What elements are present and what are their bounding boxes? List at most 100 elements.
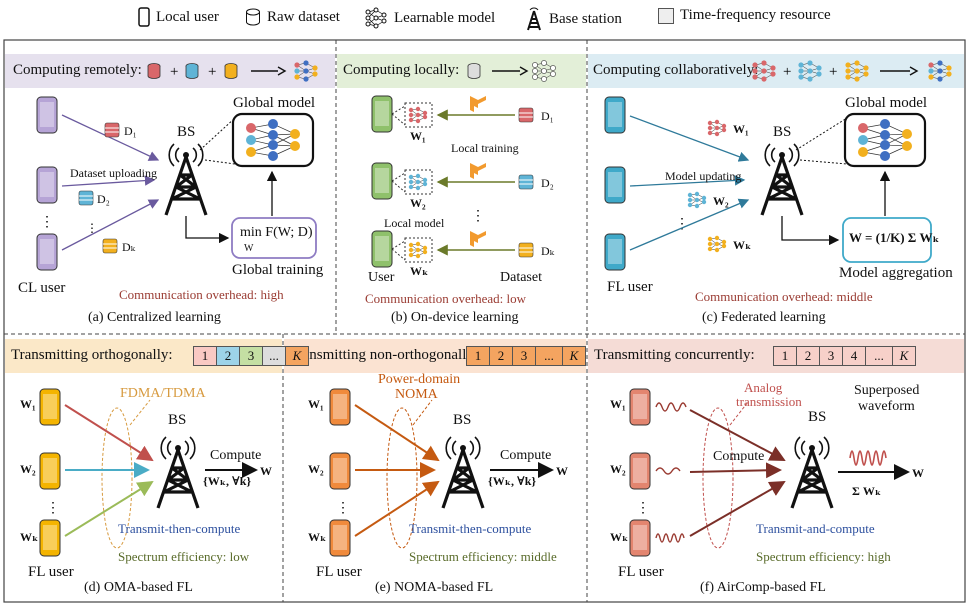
global-model-label: Global model (233, 95, 316, 111)
bs-tower-icon (156, 435, 200, 510)
w2-label: W₂ (713, 194, 729, 208)
superposed-label-2: waveform (858, 399, 915, 414)
model-aggregation-label: Model aggregation (839, 265, 953, 281)
band-label-f: Transmitting concurrently: (594, 347, 755, 363)
dataset-uploading-label: Dataset uploading (70, 166, 157, 180)
mode-label-d: Transmit-then-compute (118, 521, 241, 536)
model-yellow-icon (845, 60, 869, 82)
phone-icon (138, 7, 150, 27)
tower-icon (527, 7, 541, 31)
caption-c: (c) Federated learning (702, 310, 826, 325)
phone-icon (39, 388, 61, 426)
cell: K (285, 346, 309, 366)
tensorflow-icon (470, 96, 486, 112)
phone-icon (39, 452, 61, 490)
resource-cells-e: 1 2 3 ... K (466, 346, 586, 366)
fl-user-label: FL user (28, 564, 74, 580)
w2-label: W₂ (410, 196, 426, 210)
scheme-label-e-1: Power-domain (378, 372, 461, 387)
bs-label: BS (453, 412, 472, 428)
phone-icon (629, 388, 651, 426)
local-model-icon (532, 60, 556, 82)
global-training-label: Global training (232, 262, 324, 278)
model-updating-label: Model updating (665, 169, 742, 183)
cell: K (562, 346, 586, 366)
resource-block-icon (658, 7, 674, 24)
caption-a: (a) Centralized learning (88, 310, 221, 325)
cell: K (892, 346, 916, 366)
phone-icon (604, 233, 626, 271)
w1-label: W₁ (410, 129, 426, 143)
efficiency-label-d: Spectrum efficiency: low (118, 549, 250, 564)
neural-network-icon (365, 7, 387, 29)
local-training-label: Local training (451, 141, 519, 155)
bs-label: BS (168, 412, 187, 428)
aggregation-formula: W = (1/K) Σ Wₖ (849, 230, 940, 245)
svg-text:+: + (170, 64, 178, 80)
svg-text:⋮: ⋮ (336, 501, 350, 516)
legend-raw-dataset-label: Raw dataset (267, 8, 340, 25)
dataset-d2-label: D₂ (541, 176, 554, 190)
legend-learnable-model: Learnable model (364, 7, 495, 29)
phone-icon (604, 96, 626, 134)
dataset-icon (78, 190, 94, 206)
overhead-label-a: Communication overhead: high (119, 287, 284, 302)
dataset-d1-label: D₁ (124, 124, 137, 138)
scheme-label-f-2: transmission (736, 394, 802, 409)
dataset-d1-label: D₁ (541, 109, 554, 123)
bs-tower-icon (441, 435, 485, 510)
legend-local-user-label: Local user (156, 8, 219, 25)
model-set-label: {Wₖ, ∀k} (488, 474, 537, 488)
phone-icon (39, 519, 61, 557)
phone-icon (36, 96, 58, 134)
phone-icon (329, 452, 351, 490)
band-label-e: Transmitting non-orthogonally: (289, 347, 479, 363)
wk-label: Wₖ (20, 530, 39, 544)
caption-b: (b) On-device learning (391, 310, 519, 325)
phone-icon (329, 388, 351, 426)
dataset-dk-label: Dₖ (541, 244, 555, 258)
w1-label: W₁ (610, 397, 626, 411)
legend-base-station-label: Base station (549, 10, 622, 27)
efficiency-label-f: Spectrum efficiency: high (756, 549, 891, 564)
svg-text:+: + (829, 64, 837, 80)
bs-tower-icon (790, 435, 834, 510)
phone-icon (329, 519, 351, 557)
band-panel-a (5, 54, 335, 88)
phone-icon (604, 166, 626, 204)
band-label-d: Transmitting orthogonally: (11, 347, 173, 363)
compute-label: Compute (500, 448, 552, 463)
w2-label: W₂ (308, 462, 324, 476)
w2-label: W₂ (610, 462, 626, 476)
compute-label: Compute (210, 448, 262, 463)
local-model-label: Local model (384, 216, 445, 230)
wk-label: Wₖ (610, 530, 629, 544)
legend-learnable-model-label: Learnable model (394, 9, 496, 26)
bs-label: BS (773, 124, 792, 140)
output-w-label: W (260, 464, 272, 478)
bs-label: BS (808, 409, 827, 425)
model-blue-icon (798, 60, 822, 82)
global-model-label: Global model (845, 95, 928, 111)
objective-subscript: W (244, 243, 254, 254)
svg-text:+: + (208, 64, 216, 80)
global-model-icon (294, 60, 318, 82)
dataset-icon (104, 122, 120, 138)
band-label-a: Computing remotely: (13, 62, 142, 78)
objective-formula: min F(W; D) (240, 225, 313, 241)
legend-tf-resource-label: Time-frequency resource (680, 7, 831, 23)
model-set-label: {Wₖ, ∀k} (203, 474, 252, 488)
tensorflow-icon (470, 231, 486, 247)
wk-label: Wₖ (308, 530, 327, 544)
fl-user-label: FL user (607, 279, 653, 295)
svg-text:⋮: ⋮ (636, 501, 650, 516)
legend-raw-dataset: Raw dataset (245, 7, 340, 27)
bs-tower-icon (164, 142, 208, 217)
efficiency-label-e: Spectrum efficiency: middle (409, 549, 557, 564)
legend-local-user: Local user (138, 7, 219, 27)
user-label: User (368, 270, 395, 285)
overhead-label-c: Communication overhead: middle (695, 289, 873, 304)
phone-icon (36, 233, 58, 271)
